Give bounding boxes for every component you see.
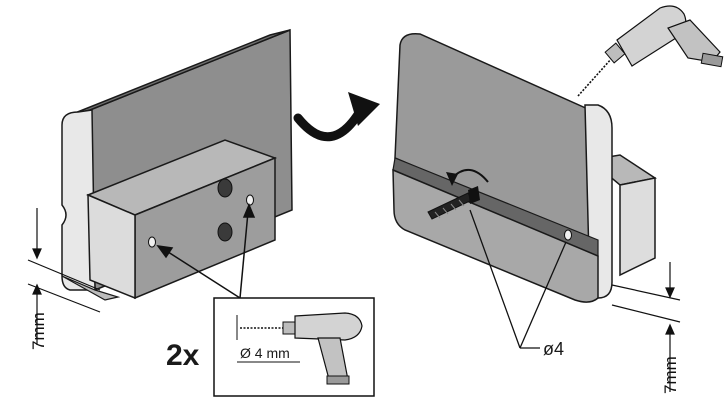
left-hole-large-bottom xyxy=(217,222,233,242)
right-dimension xyxy=(611,262,681,392)
screw-diameter-label: ø4 xyxy=(543,339,564,359)
drill-icon xyxy=(577,5,724,97)
left-hole-small-left xyxy=(148,236,156,248)
drill-icon xyxy=(236,312,363,385)
right-hole xyxy=(564,229,572,241)
left-offset-label: 7mm xyxy=(29,312,48,350)
drill-detail-box xyxy=(213,297,375,397)
left-hole-small-right xyxy=(246,194,254,206)
left-panel-edge xyxy=(61,109,96,291)
left-block-side xyxy=(87,193,136,300)
right-panel-lower xyxy=(392,168,599,303)
left-assembly: 7mm Ø 4 mm 2x xyxy=(27,28,375,397)
turn-arrow-icon xyxy=(446,169,489,186)
right-offset-label: 7mm xyxy=(661,356,680,394)
screw-pointers xyxy=(469,209,567,349)
left-panel-lip xyxy=(61,275,121,301)
right-block-front xyxy=(619,177,656,277)
left-hole-pointers xyxy=(156,203,256,299)
rotate-arrow-icon xyxy=(293,92,380,142)
left-hole-large-top xyxy=(217,178,233,198)
left-dimension xyxy=(27,208,101,345)
hole-count-label: 2x xyxy=(166,339,200,372)
right-assembly: ø4 7mm xyxy=(392,5,724,394)
screw-icon xyxy=(427,186,480,220)
drill-size-label: Ø 4 mm xyxy=(240,345,290,361)
